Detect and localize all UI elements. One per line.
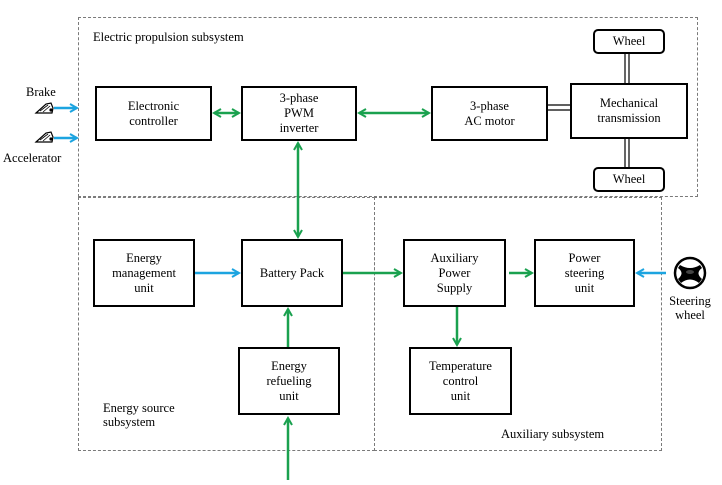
block-electronic-controller: Electronic controller xyxy=(95,86,212,141)
block-energy-management: Energy management unit xyxy=(93,239,195,307)
region-label-propulsion: Electric propulsion subsystem xyxy=(93,30,244,44)
block-pwm-inverter: 3-phase PWM inverter xyxy=(241,86,357,141)
steering-wheel-icon xyxy=(673,256,707,290)
shaft-transmission-wheel-bottom xyxy=(624,139,630,167)
label-steering-wheel: Steering wheel xyxy=(669,294,711,322)
region-auxiliary xyxy=(374,197,662,451)
block-wheel-bottom: Wheel xyxy=(593,167,665,192)
shaft-motor-transmission xyxy=(548,104,570,111)
brake-pedal-icon xyxy=(34,102,54,114)
block-mechanical-transmission: Mechanical transmission xyxy=(570,83,688,139)
label-accelerator: Accelerator xyxy=(3,151,62,165)
block-battery-pack: Battery Pack xyxy=(241,239,343,307)
block-energy-refueling: Energy refueling unit xyxy=(238,347,340,415)
shaft-transmission-wheel-top xyxy=(624,54,630,83)
block-power-steering: Power steering unit xyxy=(534,239,635,307)
accelerator-pedal-icon xyxy=(34,131,54,143)
label-brake: Brake xyxy=(26,85,56,99)
block-ac-motor: 3-phase AC motor xyxy=(431,86,548,141)
block-temperature-control: Temperature control unit xyxy=(409,347,512,415)
region-label-auxiliary: Auxiliary subsystem xyxy=(501,427,605,441)
block-wheel-top: Wheel xyxy=(593,29,665,54)
block-auxiliary-power-supply: Auxiliary Power Supply xyxy=(403,239,506,307)
region-label-energy-source: Energy source subsystem xyxy=(103,401,175,429)
